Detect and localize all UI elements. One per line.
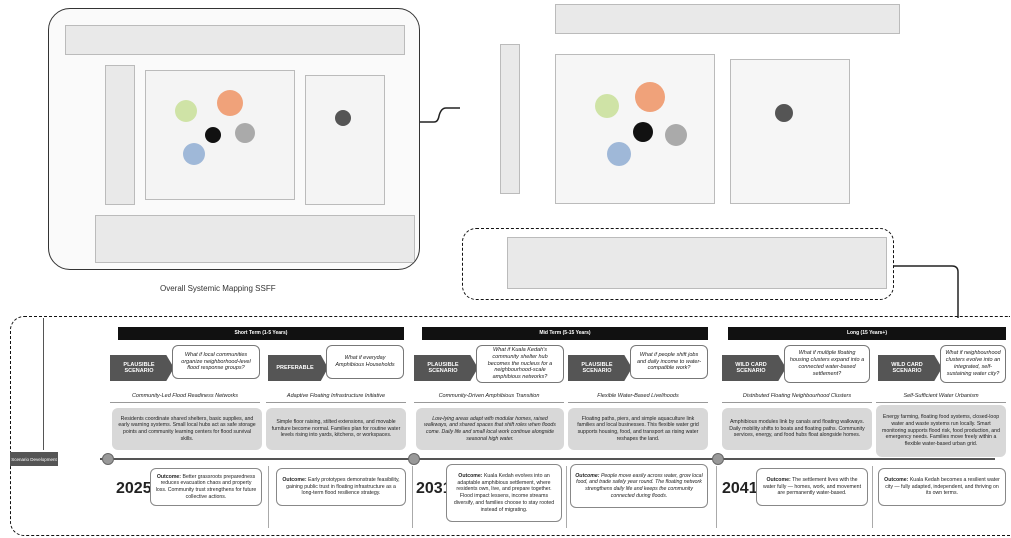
scenario-1-description: Residents coordinate shared shelters, ba… bbox=[112, 408, 262, 450]
detail-right-circle bbox=[775, 104, 793, 122]
divider-3 bbox=[566, 466, 567, 528]
scenario-5-rule bbox=[722, 402, 872, 403]
scenario-3-description: Low-lying areas adapt with modular homes… bbox=[416, 408, 564, 450]
zoom-connector bbox=[894, 265, 959, 318]
scenario-vertical-line bbox=[43, 318, 44, 450]
phase-long-term: Long (15 Years+) bbox=[728, 327, 1006, 340]
divider-2 bbox=[412, 466, 413, 528]
scenario-4-title: Flexible Water-Based Livelihoods bbox=[597, 393, 679, 399]
thumb-header-notes bbox=[65, 25, 405, 55]
thumb-right-map bbox=[305, 75, 385, 205]
detail-social-circle bbox=[595, 94, 619, 118]
year-2041: 2041 bbox=[722, 480, 758, 497]
thumb-economy-circle bbox=[183, 143, 205, 165]
scenario-6-description: Energy farming, floating food systems, c… bbox=[876, 405, 1006, 457]
scenario-2-question: What if everyday Amphibious Households bbox=[326, 345, 404, 379]
scenario-6-question: What if neighbourhood clusters evolve in… bbox=[940, 345, 1006, 383]
scenario-5-outcome: Outcome: The settlement lives with the w… bbox=[756, 468, 868, 506]
scenario-3-tag: PLAUSIBLE SCENARIO bbox=[414, 355, 478, 381]
thumb-timeline bbox=[95, 215, 415, 263]
scenario-3-rule bbox=[414, 402, 564, 403]
thumb-impact-circle bbox=[235, 123, 255, 143]
overall-mapping-caption: Overall Systemic Mapping SSFF bbox=[160, 284, 276, 293]
timeline-node-2031[interactable] bbox=[408, 453, 420, 465]
thumb-legal-circle bbox=[217, 90, 243, 116]
scenario-2-tag: PREFERABLE bbox=[268, 355, 328, 381]
scenario-2-rule bbox=[266, 402, 406, 403]
thumbnail-connector bbox=[420, 107, 460, 123]
detail-right-map bbox=[730, 59, 850, 204]
scenario-3-outcome: Outcome: Kuala Kedah evolves into an ada… bbox=[446, 464, 562, 522]
scenario-1-rule bbox=[110, 402, 260, 403]
scenario-4-tag: PLAUSIBLE SCENARIO bbox=[568, 355, 632, 381]
scenario-4-rule bbox=[568, 402, 708, 403]
scenario-timeline-panel bbox=[10, 316, 1010, 536]
scenario-1-title: Community-Led Flood Readiness Networks bbox=[131, 393, 239, 399]
timeline-axis bbox=[100, 458, 995, 460]
divider-1 bbox=[268, 466, 269, 528]
divider-4 bbox=[716, 466, 717, 528]
zoom-timeline-preview bbox=[507, 237, 887, 289]
year-2031: 2031 bbox=[416, 480, 452, 497]
detail-legal-circle bbox=[635, 82, 665, 112]
scenario-4-description: Floating paths, piers, and simple aquacu… bbox=[568, 408, 708, 450]
scenario-5-tag: WILD CARD SCENARIO bbox=[722, 355, 786, 381]
timeline-zoom-highlight bbox=[462, 228, 894, 300]
scenario-3-question: What if Kuala Kedah's community shelter … bbox=[476, 345, 564, 383]
thumb-right-circle bbox=[335, 110, 351, 126]
timeline-node-2025[interactable] bbox=[102, 453, 114, 465]
detail-left-column bbox=[500, 44, 520, 194]
timeline-node-2041[interactable] bbox=[712, 453, 724, 465]
scenario-6-outcome: Outcome: Kuala Kedah becomes a resilient… bbox=[878, 468, 1006, 506]
phase-short-term: Short Term (1-5 Years) bbox=[118, 327, 404, 340]
scenario-5-question: What if multiple floating housing cluste… bbox=[784, 345, 870, 383]
scenario-6-rule bbox=[876, 402, 1006, 403]
detail-core-circle bbox=[633, 122, 653, 142]
scenario-4-question: What if people shift jobs and daily inco… bbox=[630, 345, 708, 379]
divider-5 bbox=[872, 466, 873, 528]
thumb-social-circle bbox=[175, 100, 197, 122]
scenario-1-outcome: Outcome: Better grassroots preparedness … bbox=[150, 468, 262, 506]
thumb-left-column bbox=[105, 65, 135, 205]
phase-mid-term: Mid Term (5-15 Years) bbox=[422, 327, 708, 340]
scenario-6-tag: WILD CARD SCENARIO bbox=[878, 355, 942, 381]
scenario-6-title: Self-Sufficient Water Urbanism bbox=[903, 393, 979, 399]
scenario-2-description: Simple floor raising, stilted extensions… bbox=[266, 408, 406, 450]
detail-mapping-thumbnail[interactable] bbox=[455, 4, 900, 229]
scenario-development-label: Scenario Development bbox=[10, 452, 58, 466]
thumb-core-circle bbox=[205, 127, 221, 143]
year-2025: 2025 bbox=[116, 480, 152, 497]
scenario-5-title: Distributed Floating Neighbourhood Clust… bbox=[742, 393, 852, 399]
detail-header-notes bbox=[555, 4, 900, 34]
scenario-1-question: What if local communities organize neigh… bbox=[172, 345, 260, 379]
overall-mapping-thumbnail[interactable] bbox=[48, 8, 420, 270]
scenario-1-tag: PLAUSIBLE SCENARIO bbox=[110, 355, 174, 381]
scenario-2-title: Adaptive Floating Infrastructure Initiat… bbox=[286, 393, 386, 399]
scenario-4-outcome: Outcome: People move easily across water… bbox=[570, 464, 708, 508]
scenario-2-outcome: Outcome: Early prototypes demonstrate fe… bbox=[276, 468, 406, 506]
scenario-3-title: Community-Driven Amphibious Transition bbox=[438, 393, 540, 399]
detail-economy-circle bbox=[607, 142, 631, 166]
scenario-5-description: Amphibious modules link by canals and fl… bbox=[722, 408, 872, 450]
detail-impact-circle bbox=[665, 124, 687, 146]
